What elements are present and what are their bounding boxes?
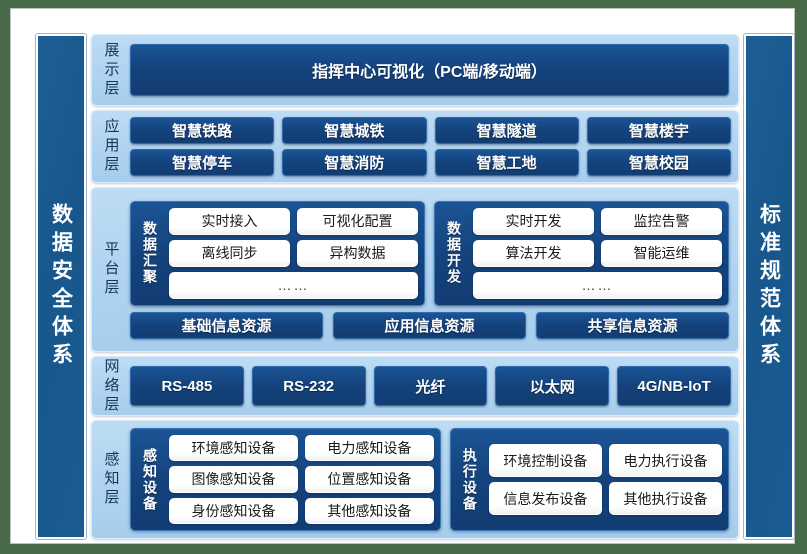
development-item-more[interactable]: ……	[473, 271, 722, 299]
sensing-item-identity[interactable]: 身份感知设备	[169, 497, 298, 524]
sensing-item-image[interactable]: 图像感知设备	[169, 466, 298, 493]
layer-application[interactable]: 应用层 智慧铁路 智慧城铁 智慧隧道 智慧楼宇 智慧停车 智慧消防 智慧工地 智…	[91, 110, 739, 183]
group-sensing-devices[interactable]: 感知设备 环境感知设备 电力感知设备 图像感知设备 位置感知设备	[130, 428, 441, 531]
layer-platform[interactable]: 平台层 数据汇聚 实时接入 可视化配置	[91, 187, 739, 352]
app-item-smart-construction-site[interactable]: 智慧工地	[434, 149, 579, 176]
group-data-development-label-wrap: 数据开发	[441, 208, 467, 299]
aggregation-row-2: 离线同步 异构数据	[169, 239, 418, 267]
application-row-1: 智慧铁路 智慧城铁 智慧隧道 智慧楼宇	[130, 117, 731, 144]
group-sensing-devices-label: 感知设备	[142, 447, 158, 512]
resource-item-application-information[interactable]: 应用信息资源	[333, 311, 526, 339]
layer-network-body: RS-485 RS-232 光纤 以太网 4G/NB-IoT	[130, 357, 738, 415]
actuating-item-other[interactable]: 其他执行设备	[608, 482, 722, 515]
layer-presentation-label-wrap: 展示层	[92, 35, 130, 105]
layer-presentation[interactable]: 展示层 指挥中心可视化（PC端/移动端）	[91, 34, 739, 106]
app-item-smart-railway[interactable]: 智慧铁路	[130, 117, 275, 144]
sensing-item-power[interactable]: 电力感知设备	[304, 435, 434, 462]
group-sensing-devices-label-wrap: 感知设备	[137, 435, 163, 524]
group-data-aggregation[interactable]: 数据汇聚 实时接入 可视化配置 离线同步 异构数据	[130, 200, 425, 306]
group-data-aggregation-label: 数据汇聚	[142, 221, 158, 285]
group-data-development-grid: 实时开发 监控告警 算法开发 智能运维 ……	[473, 207, 722, 299]
aggregation-row-1: 实时接入 可视化配置	[169, 207, 418, 235]
actuating-row-2: 信息发布设备 其他执行设备	[488, 482, 722, 515]
development-item-realtime-dev[interactable]: 实时开发	[473, 207, 594, 235]
layer-stack: 展示层 指挥中心可视化（PC端/移动端） 应用层 智慧铁路 智慧城铁 智慧隧道 …	[91, 34, 739, 539]
development-item-monitor-alarm[interactable]: 监控告警	[601, 207, 722, 235]
actuating-item-power[interactable]: 电力执行设备	[608, 444, 722, 477]
network-item-4g-nbiot[interactable]: 4G/NB-IoT	[617, 366, 731, 406]
actuating-item-info-publishing[interactable]: 信息发布设备	[488, 482, 602, 515]
network-item-ethernet[interactable]: 以太网	[495, 366, 610, 406]
app-item-smart-tunnel[interactable]: 智慧隧道	[434, 117, 579, 144]
group-data-aggregation-grid: 实时接入 可视化配置 离线同步 异构数据 ……	[169, 207, 418, 299]
network-item-fiber[interactable]: 光纤	[373, 366, 488, 406]
group-actuating-devices-label: 执行设备	[461, 447, 478, 512]
resource-item-shared-information[interactable]: 共享信息资源	[536, 311, 729, 339]
actuating-row-1: 环境控制设备 电力执行设备	[488, 444, 722, 477]
group-actuating-devices-grid: 环境控制设备 电力执行设备 信息发布设备 其他执行设备	[488, 435, 722, 524]
sensing-item-other[interactable]: 其他感知设备	[304, 497, 434, 524]
network-item-rs485[interactable]: RS-485	[130, 366, 244, 406]
app-item-smart-metro[interactable]: 智慧城铁	[282, 117, 427, 144]
app-item-smart-building[interactable]: 智慧楼宇	[586, 117, 731, 144]
app-item-smart-campus[interactable]: 智慧校园	[586, 149, 731, 176]
layer-presentation-body: 指挥中心可视化（PC端/移动端）	[130, 35, 738, 105]
sensing-row-2: 图像感知设备 位置感知设备	[169, 466, 434, 493]
pillar-data-security[interactable]: 数据安全体系	[36, 34, 86, 539]
layer-perception-label: 感知层	[102, 451, 120, 508]
layer-application-label-wrap: 应用层	[92, 111, 130, 182]
development-row-3: ……	[473, 271, 722, 299]
actuating-item-environment-control[interactable]: 环境控制设备	[488, 444, 602, 477]
network-item-row: RS-485 RS-232 光纤 以太网 4G/NB-IoT	[130, 366, 731, 406]
sensing-row-1: 环境感知设备 电力感知设备	[169, 435, 434, 462]
development-item-algorithm-dev[interactable]: 算法开发	[473, 239, 594, 267]
application-row-2: 智慧停车 智慧消防 智慧工地 智慧校园	[130, 149, 731, 176]
layer-presentation-label: 展示层	[102, 41, 120, 99]
group-data-development-label: 数据开发	[446, 221, 462, 285]
aggregation-item-more[interactable]: ……	[169, 271, 418, 299]
pillar-data-security-label: 数据安全体系	[49, 202, 73, 371]
layer-platform-body: 数据汇聚 实时接入 可视化配置 离线同步 异构数据	[130, 188, 738, 351]
aggregation-item-realtime-ingest[interactable]: 实时接入	[169, 207, 290, 235]
group-actuating-devices-label-wrap: 执行设备	[457, 435, 483, 524]
platform-group-row: 数据汇聚 实时接入 可视化配置 离线同步 异构数据	[130, 200, 729, 306]
layer-platform-label: 平台层	[102, 241, 120, 298]
layer-perception[interactable]: 感知层 感知设备 环境感知设备 电力感知设备	[91, 420, 739, 539]
banner-command-center-visualization[interactable]: 指挥中心可视化（PC端/移动端）	[130, 44, 729, 96]
aggregation-row-3: ……	[169, 271, 418, 299]
pillar-standards-label: 标准规范体系	[757, 202, 781, 371]
pillar-standards[interactable]: 标准规范体系	[744, 34, 794, 539]
network-item-rs232[interactable]: RS-232	[251, 366, 366, 406]
aggregation-item-heterogeneous-data[interactable]: 异构数据	[297, 239, 418, 267]
development-row-2: 算法开发 智能运维	[473, 239, 722, 267]
group-data-aggregation-label-wrap: 数据汇聚	[137, 208, 163, 299]
layer-network-label-wrap: 网络层	[92, 357, 130, 415]
layer-network-label: 网络层	[102, 357, 120, 415]
perception-group-row: 感知设备 环境感知设备 电力感知设备 图像感知设备 位置感知设备	[130, 428, 729, 531]
sensing-item-location[interactable]: 位置感知设备	[304, 466, 434, 493]
aggregation-item-offline-sync[interactable]: 离线同步	[169, 239, 290, 267]
group-actuating-devices[interactable]: 执行设备 环境控制设备 电力执行设备 信息发布设备 其他执行设备	[449, 428, 729, 531]
platform-resource-row: 基础信息资源 应用信息资源 共享信息资源	[130, 311, 729, 339]
development-item-smart-ops[interactable]: 智能运维	[601, 239, 722, 267]
diagram-card: 数据安全体系 标准规范体系 展示层 指挥中心可视化（PC端/移动端） 应用层	[10, 8, 795, 544]
sensing-row-3: 身份感知设备 其他感知设备	[169, 497, 434, 524]
resource-item-basic-information[interactable]: 基础信息资源	[130, 311, 323, 339]
layer-platform-label-wrap: 平台层	[92, 188, 130, 351]
layer-network[interactable]: 网络层 RS-485 RS-232 光纤 以太网 4G/NB-IoT	[91, 356, 739, 416]
aggregation-item-visual-config[interactable]: 可视化配置	[297, 207, 418, 235]
layer-application-label: 应用层	[102, 118, 120, 175]
sensing-item-environment[interactable]: 环境感知设备	[169, 435, 298, 462]
group-data-development[interactable]: 数据开发 实时开发 监控告警 算法开发 智能运维	[434, 200, 729, 306]
layer-perception-label-wrap: 感知层	[92, 421, 130, 538]
layer-perception-body: 感知设备 环境感知设备 电力感知设备 图像感知设备 位置感知设备	[130, 421, 738, 538]
app-item-smart-firefighting[interactable]: 智慧消防	[282, 149, 427, 176]
development-row-1: 实时开发 监控告警	[473, 207, 722, 235]
app-item-smart-parking[interactable]: 智慧停车	[130, 149, 275, 176]
layer-application-body: 智慧铁路 智慧城铁 智慧隧道 智慧楼宇 智慧停车 智慧消防 智慧工地 智慧校园	[130, 111, 738, 182]
group-sensing-devices-grid: 环境感知设备 电力感知设备 图像感知设备 位置感知设备 身份感知设备 其他感知设…	[169, 435, 434, 524]
